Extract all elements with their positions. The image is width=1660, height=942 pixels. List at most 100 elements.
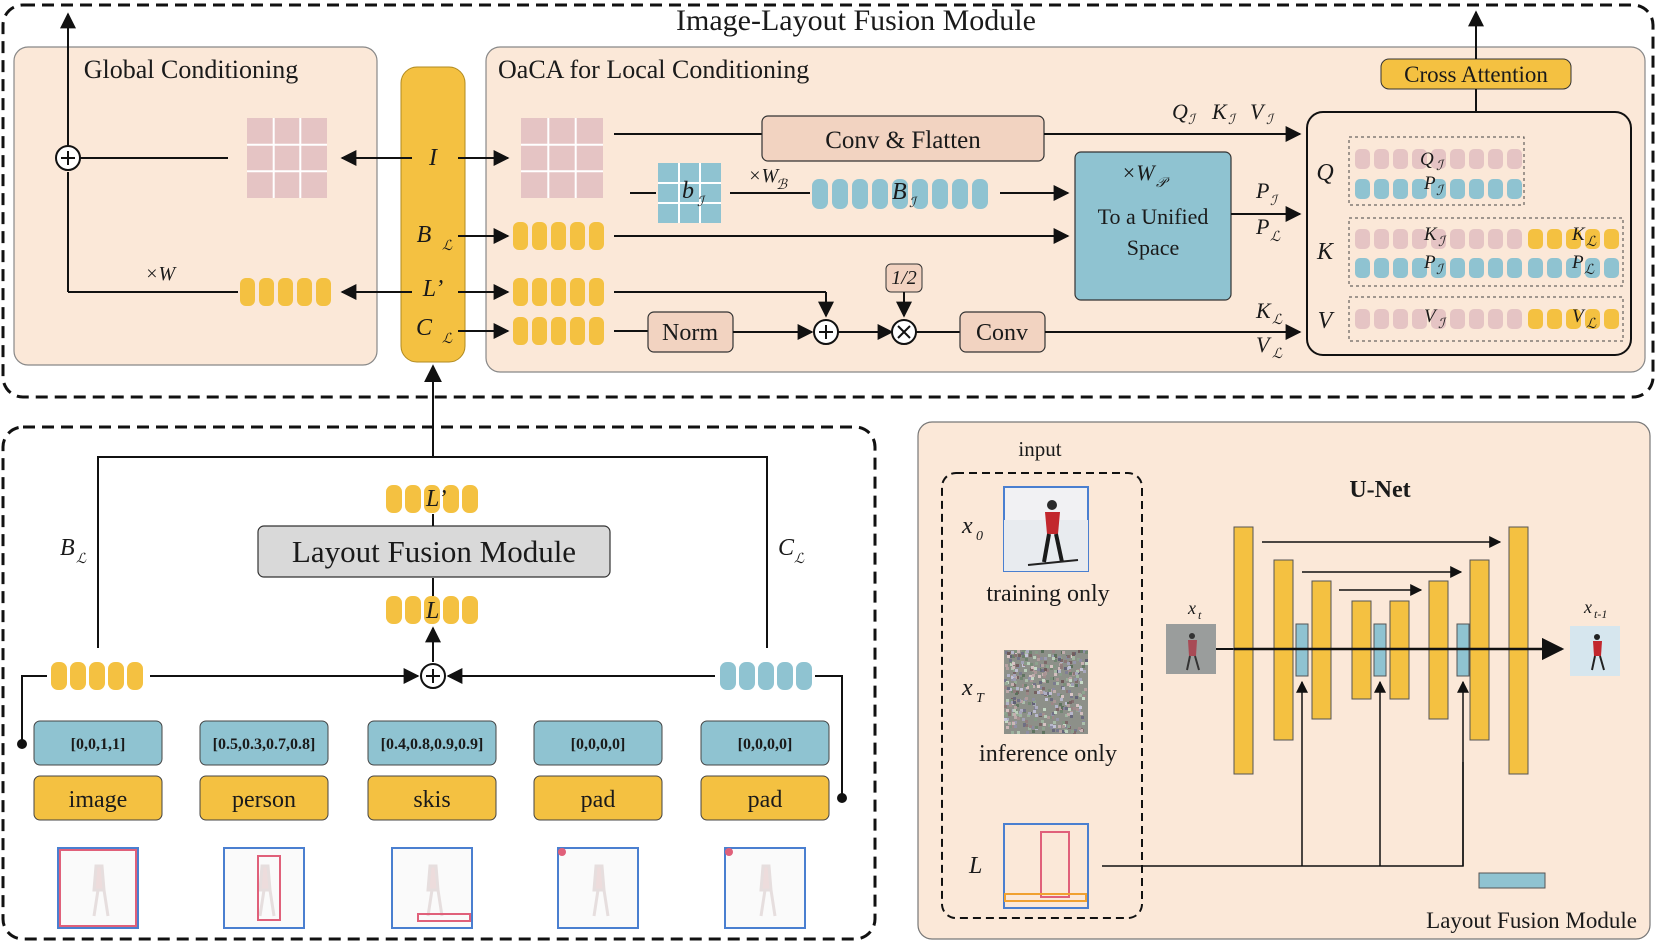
- noise-pixel: [1044, 661, 1047, 664]
- noise-pixel: [1043, 675, 1046, 678]
- noise-pixel: [1032, 702, 1035, 705]
- xt-input-sub: t: [1198, 608, 1202, 622]
- legend-label: Layout Fusion Module: [1426, 908, 1637, 933]
- noise-pixel: [1028, 677, 1031, 680]
- noise-pixel: [1004, 686, 1007, 689]
- bbox-coords-text: [0,0,0,0]: [571, 736, 626, 753]
- oaca-c-tokens: [513, 317, 604, 345]
- noise-pixel: [1008, 713, 1011, 716]
- noise-pixel: [1025, 724, 1028, 727]
- noise-pixel: [1071, 700, 1074, 703]
- noise-pixel: [1039, 681, 1042, 684]
- skier-silhouette: [426, 864, 444, 917]
- layout-column: [0,0,1,1]image: [33, 720, 163, 929]
- oaca-lprime-tokens: [513, 278, 604, 306]
- noise-pixel: [1055, 705, 1058, 708]
- noise-pixel: [1075, 680, 1078, 683]
- p-l-label: P: [1255, 214, 1269, 239]
- noise-pixel: [1052, 712, 1055, 715]
- attn-token: [1450, 149, 1465, 169]
- unified-w-label: ×W: [1121, 160, 1156, 185]
- noise-pixel: [1014, 716, 1017, 719]
- layout-columns: [0,0,1,1]image[0.5,0.3,0.7,0.8]person[0.…: [33, 720, 830, 929]
- noise-pixel: [1009, 688, 1012, 691]
- noise-pixel: [1072, 656, 1075, 659]
- noise-pixel: [1034, 691, 1037, 694]
- attn-token: [1507, 258, 1522, 278]
- noise-pixel: [1064, 667, 1067, 670]
- noise-pixel: [1060, 698, 1063, 701]
- l-tokens-label: L: [425, 598, 439, 624]
- qkv-i-q: Q: [1172, 99, 1188, 124]
- noise-pixel: [1005, 720, 1008, 723]
- noise-pixel: [1058, 667, 1061, 670]
- noise-pixel: [1078, 650, 1081, 653]
- noise-pixel: [1085, 659, 1088, 662]
- bbox-overlay: [257, 855, 281, 921]
- noise-pixel: [1022, 701, 1025, 704]
- noise-pixel: [1070, 712, 1073, 715]
- layout-l-label: L: [968, 853, 982, 879]
- conv-flatten-box: [761, 115, 1045, 162]
- noise-pixel: [1022, 684, 1025, 687]
- qkv-i-k-sub: ℐ: [1228, 113, 1237, 128]
- noise-pixel: [1048, 694, 1051, 697]
- pad-dot: [558, 848, 566, 856]
- noise-pixel: [1029, 654, 1032, 657]
- noise-pixel: [1016, 713, 1019, 716]
- bbox-overlay: [59, 849, 137, 927]
- noise-pixel: [1079, 678, 1082, 681]
- noise-pixel: [1060, 666, 1063, 669]
- noise-pixel: [1045, 698, 1048, 701]
- attn-token: [1469, 149, 1484, 169]
- noise-pixel: [1011, 701, 1014, 704]
- global-conditioning-title: Global Conditioning: [84, 55, 299, 84]
- attn-token: [1566, 229, 1581, 249]
- attn-v-tokens: [1355, 309, 1619, 329]
- attn-k-i: K: [1423, 224, 1438, 245]
- noise-pixel: [1035, 726, 1038, 729]
- noise-pixel: [1062, 687, 1065, 690]
- attn-k-i-sub: ℐ: [1438, 235, 1447, 250]
- noise-pixel: [1011, 686, 1014, 689]
- noise-pixel: [1042, 731, 1045, 734]
- noise-pixel: [1015, 692, 1018, 695]
- noise-pixel: [1006, 718, 1009, 721]
- noise-pixel: [1021, 652, 1024, 655]
- noise-pixel: [1052, 657, 1055, 660]
- unified-space-box: [1074, 151, 1232, 301]
- noise-pixel: [1013, 664, 1016, 667]
- noise-pixel: [1022, 674, 1025, 677]
- noise-pixel: [1013, 713, 1016, 716]
- noise-pixel: [1011, 690, 1014, 693]
- noise-pixel: [1065, 725, 1068, 728]
- noise-pixel: [1007, 674, 1010, 677]
- noise-pixel: [1065, 730, 1068, 733]
- noise-pixel: [1024, 669, 1027, 672]
- xt-input-label: x: [1187, 598, 1196, 618]
- noise-pixel: [1058, 670, 1061, 673]
- noise-pixel: [1031, 666, 1034, 669]
- noise-pixel: [1061, 706, 1064, 709]
- noise-pixel: [1075, 696, 1078, 699]
- noise-pixel: [1061, 695, 1064, 698]
- noise-pixel: [1059, 694, 1062, 697]
- noise-pixel: [1068, 708, 1071, 711]
- unet-title: U-Net: [1349, 477, 1410, 503]
- noise-pixel: [1056, 708, 1059, 711]
- qkv-i-v-sub: ℐ: [1266, 113, 1275, 128]
- noise-pixel: [1079, 706, 1082, 709]
- noise-pixel: [1031, 677, 1034, 680]
- x0-image: [1003, 486, 1089, 572]
- noise-pixel: [1026, 731, 1029, 734]
- b-i-grid: [658, 163, 721, 223]
- noise-pixel: [1024, 684, 1027, 687]
- noise-pixel: [1082, 665, 1085, 668]
- noise-pixel: [1053, 725, 1056, 728]
- cross-attention-label: Cross Attention: [1404, 62, 1548, 87]
- noise-pixel: [1016, 664, 1019, 667]
- noise-pixel: [1034, 671, 1037, 674]
- noise-pixel: [1013, 686, 1016, 689]
- noise-pixel: [1071, 707, 1074, 710]
- noise-pixel: [1016, 704, 1019, 707]
